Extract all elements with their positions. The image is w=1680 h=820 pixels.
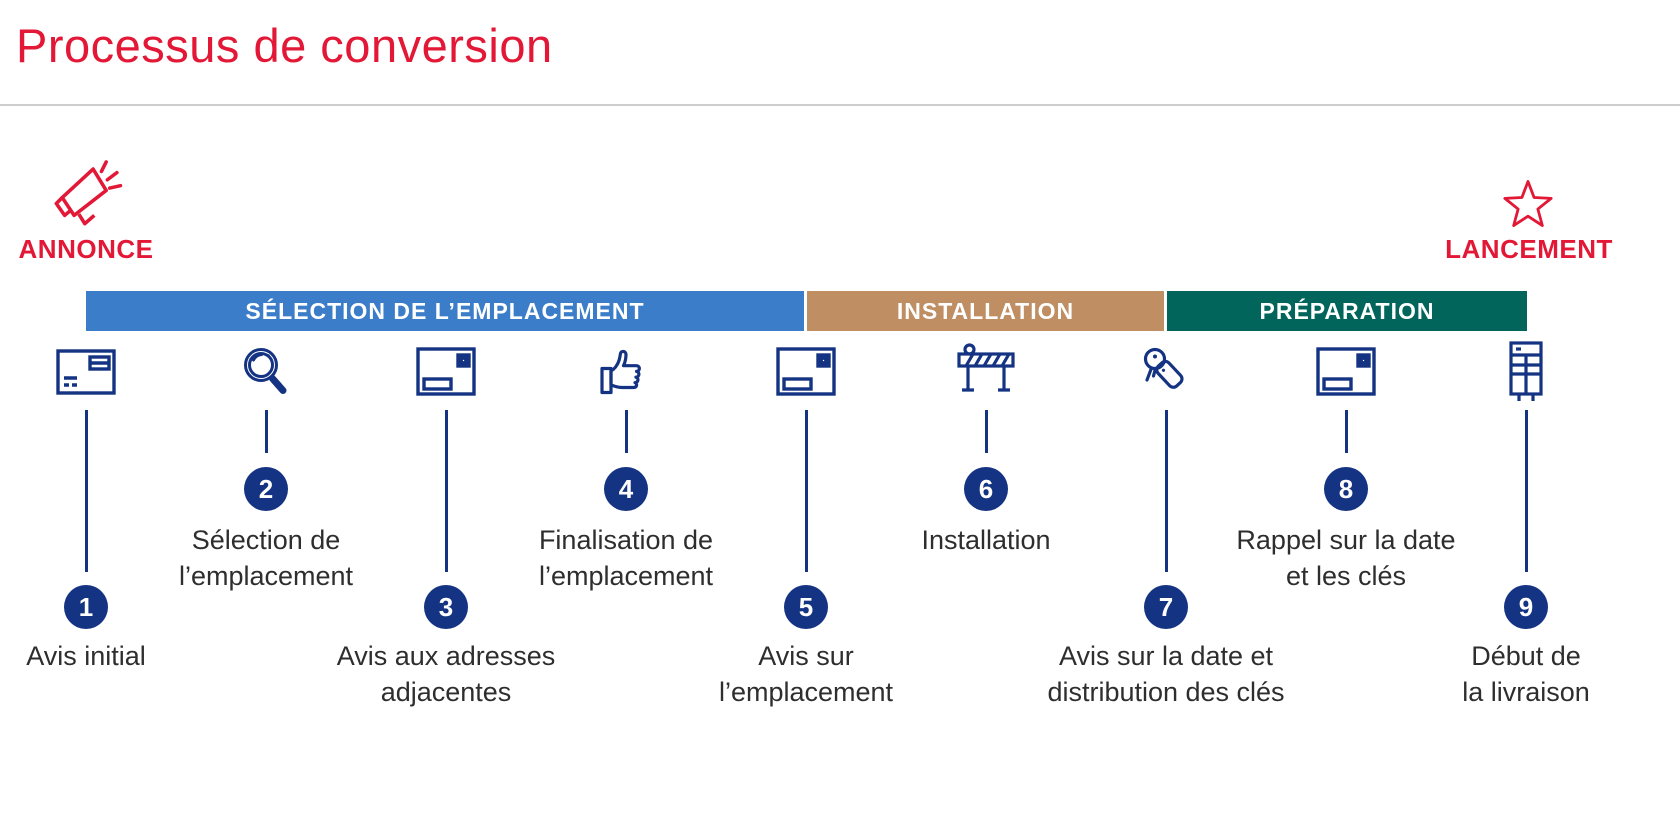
milestone-end-label: LANCEMENT (1445, 234, 1613, 264)
connector-line (984, 410, 988, 453)
envelope-stamp-icon (774, 340, 838, 404)
step-label: Avis initial (0, 638, 256, 674)
step-label: Sélection de l’emplacement (96, 522, 436, 594)
step-label-line: distribution des clés (1047, 677, 1285, 707)
envelope-stamp-icon (1314, 340, 1378, 404)
megaphone-icon (48, 156, 124, 232)
step-label-line: Sélection de (191, 525, 341, 555)
step-label: Début de la livraison (1356, 638, 1680, 710)
connector-line (84, 410, 88, 572)
milestone-start-label: ANNONCE (18, 234, 154, 264)
step-number-badge: 8 (1324, 467, 1368, 511)
star-icon (1498, 174, 1558, 234)
step-label-line: Installation (921, 525, 1051, 555)
step-number-badge: 5 (784, 585, 828, 629)
page-title: Processus de conversion (16, 19, 553, 72)
step-number-badge: 1 (64, 585, 108, 629)
step-label-line: Début de (1471, 641, 1581, 671)
envelope-stamp-icon (414, 340, 478, 404)
step-label-line: et les clés (1285, 561, 1407, 591)
step-label-line: Finalisation de (538, 525, 714, 555)
step-label: Finalisation de l’emplacement (456, 522, 796, 594)
step-number-badge: 2 (244, 467, 288, 511)
step-label-line: Avis sur la date et (1058, 641, 1274, 671)
step-label-line: Avis sur (758, 641, 854, 671)
step-label: Avis sur l’emplacement (636, 638, 976, 710)
step-label-line: Avis initial (26, 641, 146, 671)
step-label-line: adjacentes (380, 677, 512, 707)
community-mailbox-icon (1494, 340, 1558, 404)
keys-icon (1134, 340, 1198, 404)
magnifier-icon (234, 340, 298, 404)
connector-line (1344, 410, 1348, 453)
step-label-line: l’emplacement (718, 677, 894, 707)
step-number-badge: 9 (1504, 585, 1548, 629)
step-number-badge: 7 (1144, 585, 1188, 629)
step-label-line: la livraison (1462, 677, 1590, 707)
step-label: Installation (816, 522, 1156, 558)
step-label-line: l’emplacement (178, 561, 354, 591)
step-label: Avis aux adresses adjacentes (276, 638, 616, 710)
step-label: Avis sur la date et distribution des clés (996, 638, 1336, 710)
connector-line (1524, 410, 1528, 572)
step-label: Rappel sur la date et les clés (1176, 522, 1516, 594)
step-number-badge: 3 (424, 585, 468, 629)
phase-bar-preparation: PRÉPARATION (1167, 291, 1527, 331)
step-label-line: l’emplacement (538, 561, 714, 591)
connector-line (444, 410, 448, 572)
step-label-line: Rappel sur la date (1236, 525, 1456, 555)
envelope-letter-icon (54, 340, 118, 404)
step-number-badge: 4 (604, 467, 648, 511)
phase-bar-selection: SÉLECTION DE L’EMPLACEMENT (86, 291, 804, 331)
connector-line (1164, 410, 1168, 572)
connector-line (624, 410, 628, 453)
title-divider (0, 104, 1680, 106)
connector-line (804, 410, 808, 572)
connector-line (264, 410, 268, 453)
step-label-line: Avis aux adresses (336, 641, 556, 671)
phase-bar-installation: INSTALLATION (807, 291, 1164, 331)
step-number-badge: 6 (964, 467, 1008, 511)
thumbs-up-icon (594, 340, 658, 404)
barrier-icon (954, 340, 1018, 404)
